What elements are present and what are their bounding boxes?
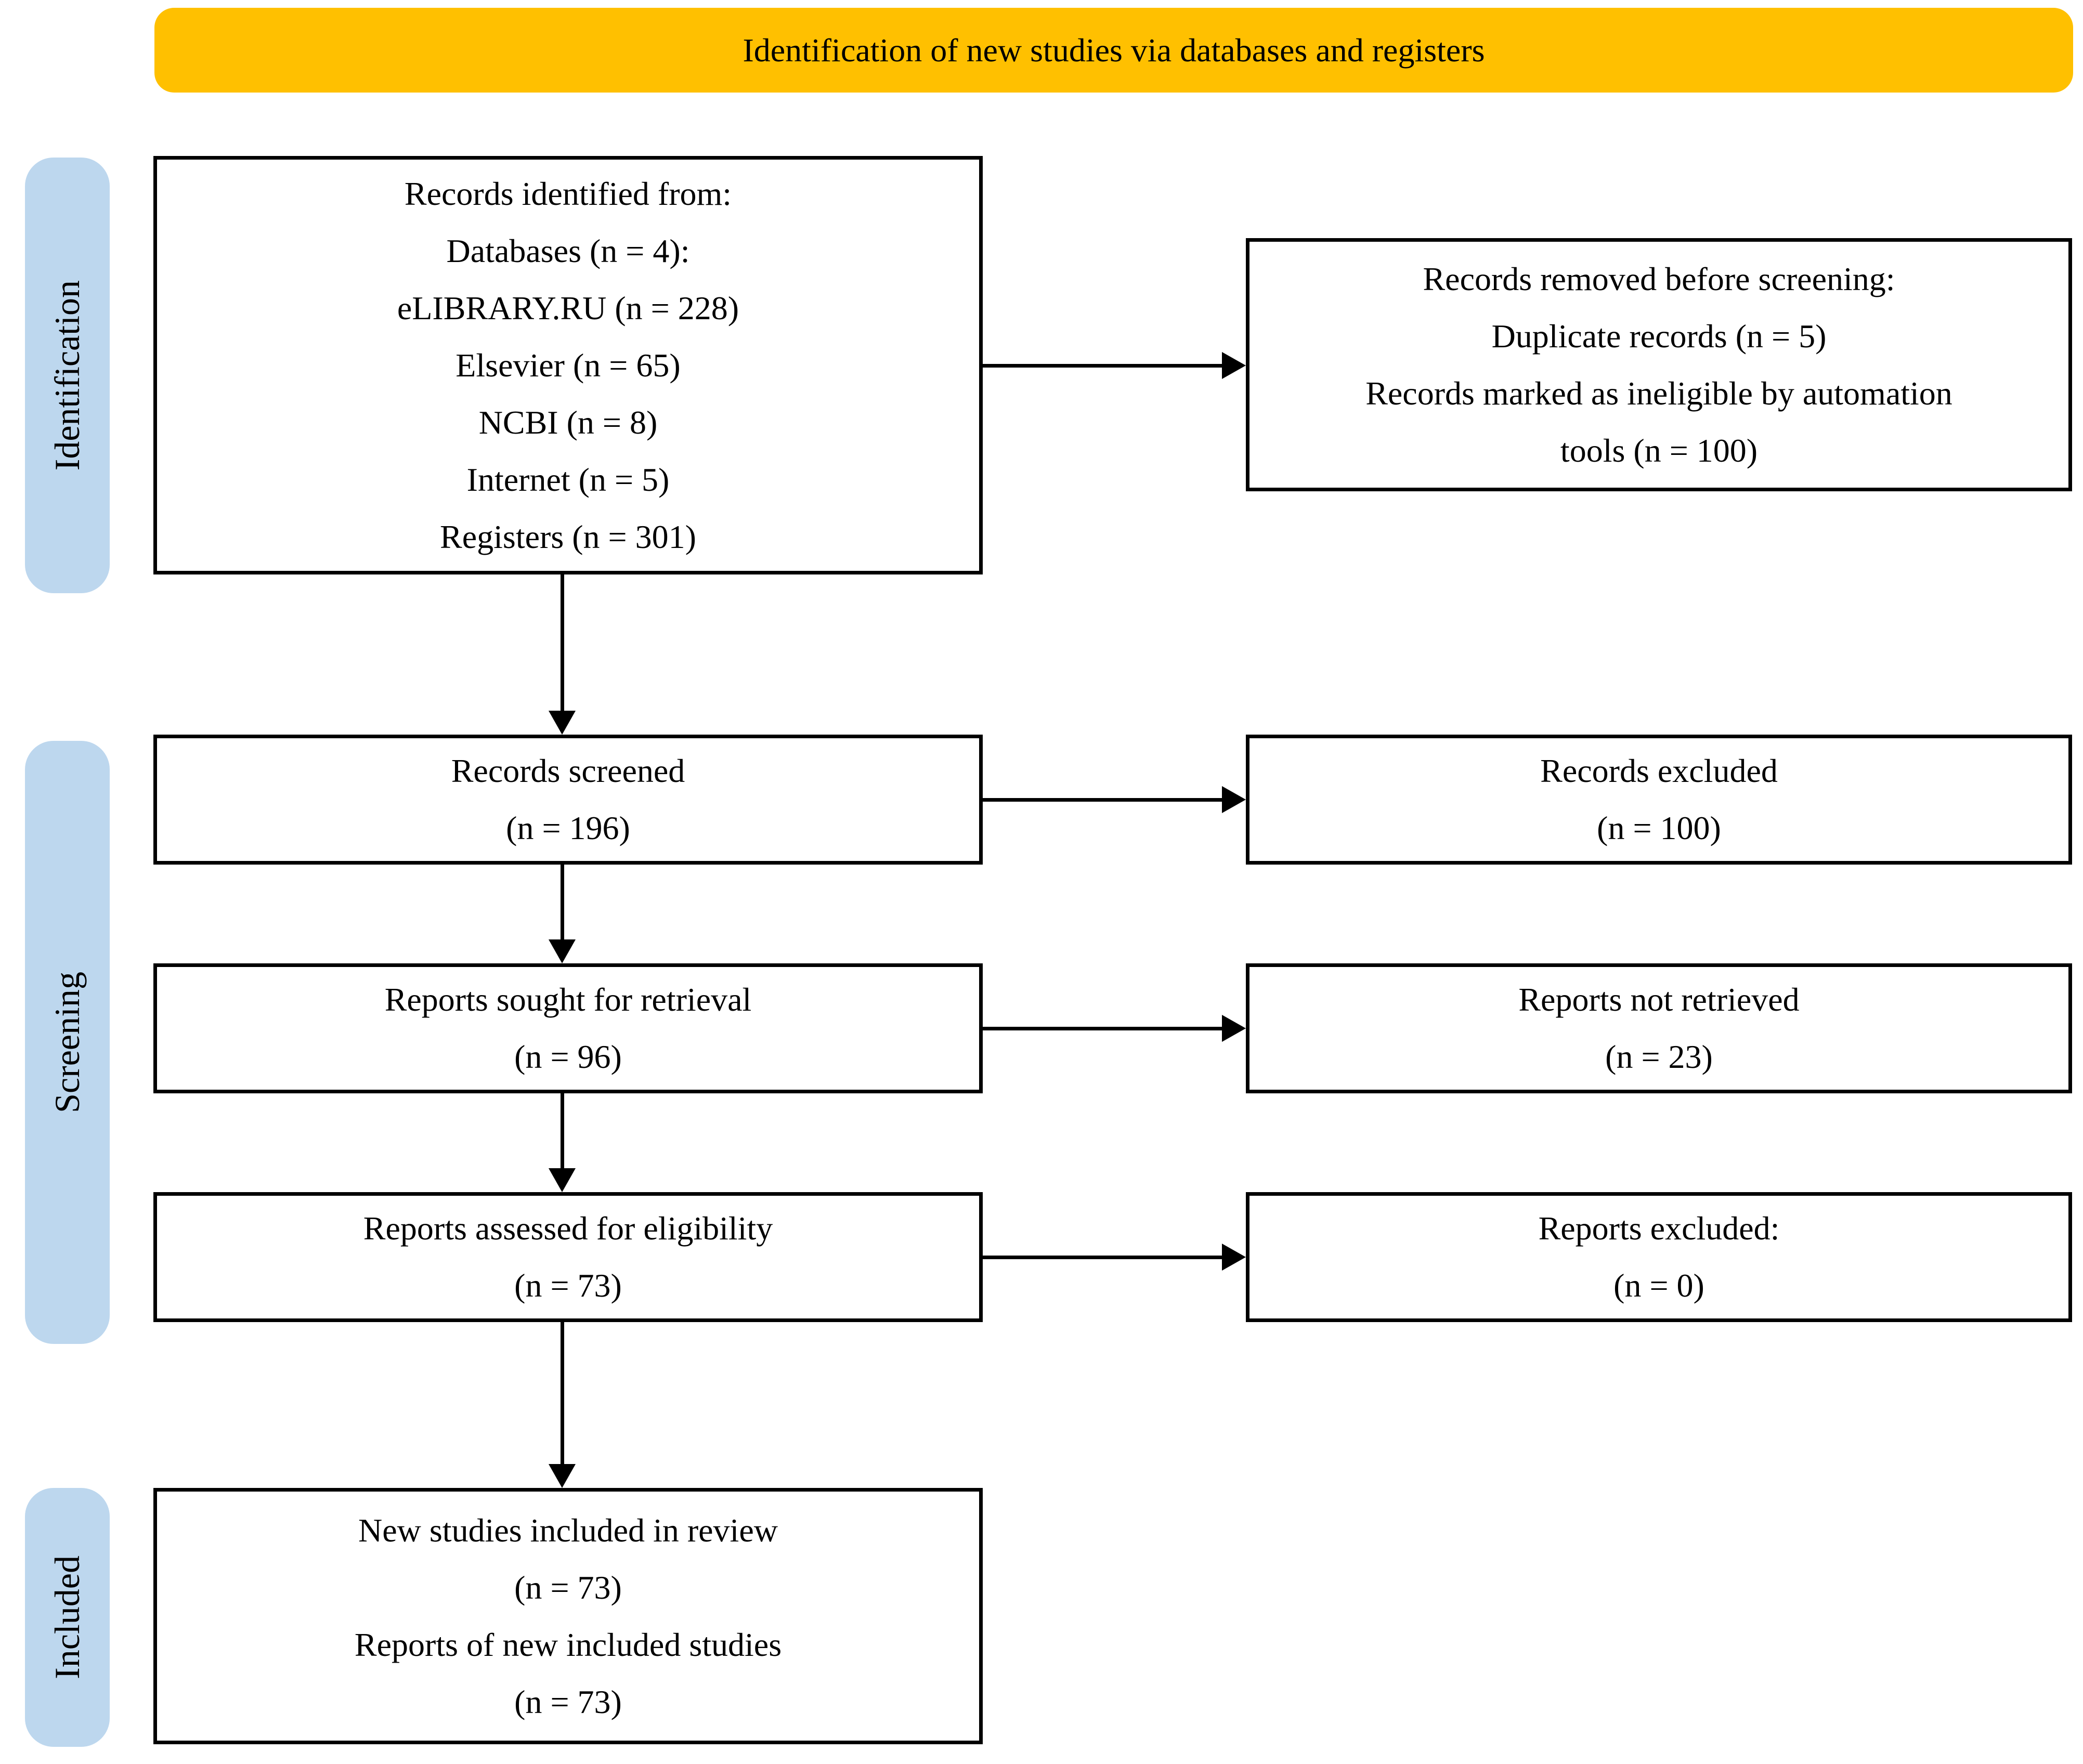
box-line: (n = 73): [514, 1683, 622, 1720]
box-line: (n = 96): [514, 1038, 622, 1075]
box-records-identified: Records identified from: Databases (n = …: [153, 156, 983, 574]
box-records-excluded: Records excluded (n = 100): [1246, 735, 2072, 865]
box-line: Records removed before screening:: [1423, 260, 1895, 297]
arrow-shaft: [983, 798, 1222, 802]
box-line: (n = 196): [506, 809, 630, 846]
box-line: Records identified from:: [404, 175, 732, 212]
arrow-shaft: [983, 1027, 1222, 1030]
stage-pill-identification: Identification: [25, 158, 110, 593]
box-line: Records excluded: [1540, 752, 1778, 789]
box-reports-not-retrieved: Reports not retrieved (n = 23): [1246, 963, 2072, 1093]
banner-title: Identification of new studies via databa…: [743, 31, 1485, 69]
stage-label-included: Included: [47, 1556, 87, 1679]
stage-pill-included: Included: [25, 1488, 110, 1747]
arrow-shaft: [561, 1322, 564, 1464]
stage-label-identification: Identification: [47, 280, 87, 471]
box-line: (n = 100): [1597, 809, 1721, 846]
stage-pill-screening: Screening: [25, 741, 110, 1344]
box-reports-sought: Reports sought for retrieval (n = 96): [153, 963, 983, 1093]
arrow-shaft: [983, 1256, 1222, 1259]
box-records-screened: Records screened (n = 196): [153, 735, 983, 865]
arrow-shaft: [983, 364, 1222, 368]
box-line: Registers (n = 301): [440, 518, 696, 555]
box-line: Records screened: [451, 752, 685, 789]
box-line: (n = 0): [1613, 1267, 1704, 1304]
box-line: Reports not retrieved: [1518, 981, 1800, 1018]
box-line: eLIBRARY.RU (n = 228): [397, 289, 739, 326]
box-line: NCBI (n = 8): [478, 403, 658, 441]
stage-label-screening: Screening: [47, 972, 87, 1113]
box-new-studies-included: New studies included in review (n = 73) …: [153, 1488, 983, 1744]
arrow-shaft: [561, 1093, 564, 1168]
box-line: New studies included in review: [358, 1511, 778, 1549]
box-line: Duplicate records (n = 5): [1491, 317, 1827, 355]
box-line: (n = 73): [514, 1267, 622, 1304]
box-line: tools (n = 100): [1560, 432, 1758, 469]
box-line: Elsevier (n = 65): [455, 346, 681, 384]
box-line: Internet (n = 5): [466, 461, 670, 498]
arrow-head-down-icon: [549, 711, 576, 735]
arrow-head-down-icon: [549, 1464, 576, 1488]
box-reports-assessed: Reports assessed for eligibility (n = 73…: [153, 1192, 983, 1322]
title-banner: Identification of new studies via databa…: [154, 8, 2073, 93]
box-line: Reports sought for retrieval: [384, 981, 752, 1018]
arrow-head-down-icon: [549, 1168, 576, 1192]
box-line: Reports assessed for eligibility: [363, 1210, 773, 1247]
box-line: Databases (n = 4):: [446, 232, 690, 269]
box-line: Records marked as ineligible by automati…: [1365, 374, 1952, 412]
arrow-shaft: [561, 574, 564, 711]
box-line: Reports of new included studies: [354, 1626, 782, 1663]
arrow-head-right-icon: [1222, 352, 1246, 379]
box-reports-excluded: Reports excluded: (n = 0): [1246, 1192, 2072, 1322]
arrow-head-right-icon: [1222, 1244, 1246, 1271]
box-line: (n = 23): [1605, 1038, 1713, 1075]
arrow-head-right-icon: [1222, 786, 1246, 813]
arrow-head-right-icon: [1222, 1015, 1246, 1042]
box-records-removed: Records removed before screening: Duplic…: [1246, 238, 2072, 491]
arrow-head-down-icon: [549, 939, 576, 963]
box-line: Reports excluded:: [1538, 1210, 1780, 1247]
box-line: (n = 73): [514, 1569, 622, 1606]
arrow-shaft: [561, 865, 564, 939]
